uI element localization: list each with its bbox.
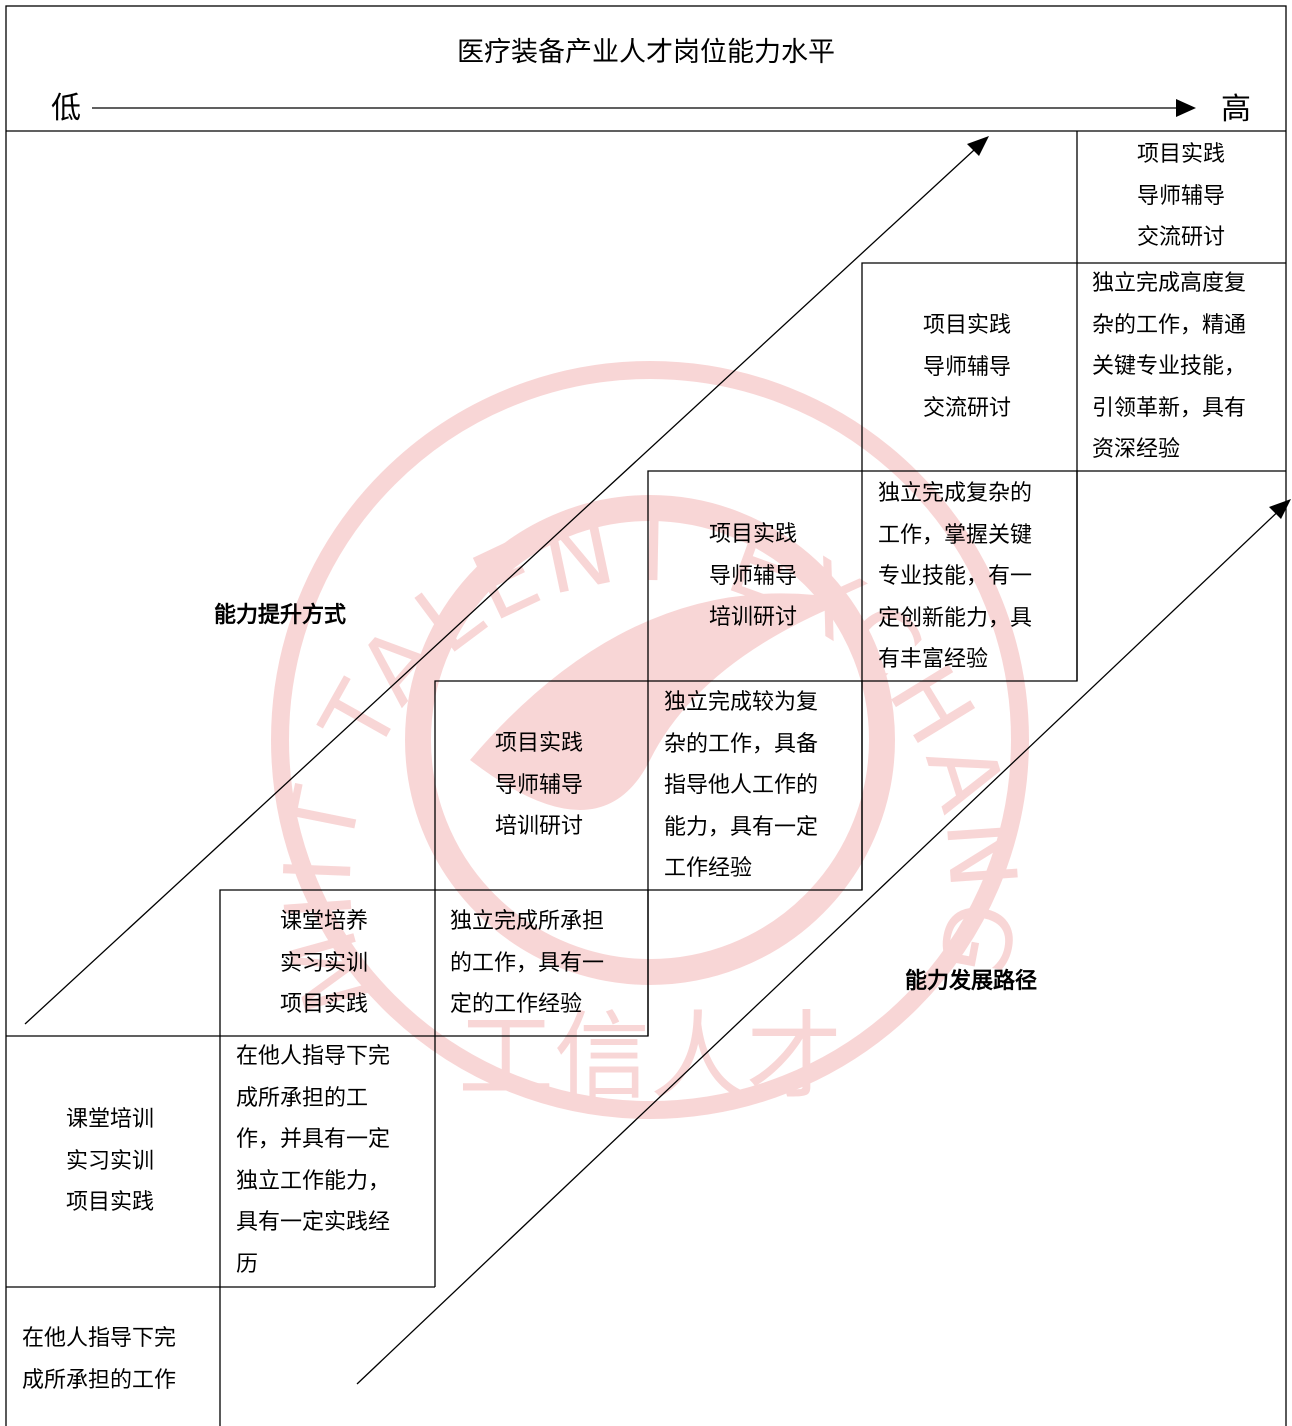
level-6-method: 项目实践 xyxy=(1137,142,1226,167)
level-3-capability-line: 定的工作经验 xyxy=(450,992,583,1017)
level-2-capability-line: 历 xyxy=(236,1251,259,1277)
level-2-methods: 课堂培养 实习实训 项目实践 xyxy=(280,901,368,1026)
level-5-capability-line: 定创新能力，具 xyxy=(878,605,1033,631)
axis-low-label: 低 xyxy=(51,91,81,126)
level-1-capability: 在他人指导下完 成所承担的工作 xyxy=(22,1318,176,1401)
level-2-capability-line: 具有一定实践经 xyxy=(236,1210,391,1235)
level-5-method: 交流研讨 xyxy=(923,396,1012,421)
axis-arrow-head xyxy=(1176,99,1196,117)
level-1-capability-line: 成所承担的工作 xyxy=(22,1367,177,1393)
watermark-outer-ring xyxy=(271,361,1029,1119)
level-2-method: 项目实践 xyxy=(280,992,369,1017)
level-5-capability-line: 有丰富经验 xyxy=(878,647,989,672)
path-arrow xyxy=(356,502,1288,1385)
level-4-capability-line: 能力，具有一定 xyxy=(664,814,819,840)
level-6-capability-line: 资深经验 xyxy=(1092,437,1181,462)
level-3-capability: 独立完成所承担 的工作，具有一 定的工作经验 xyxy=(450,901,604,1026)
level-2-method: 课堂培养 xyxy=(280,909,369,934)
level-1-method: 项目实践 xyxy=(66,1190,155,1215)
watermark-inner-ring xyxy=(405,495,895,985)
level-6-capability: 独立完成高度复 杂的工作，精通 关键专业技能， 引领革新，具有 资深经验 xyxy=(1092,263,1246,471)
level-4-capability-line: 指导他人工作的 xyxy=(664,773,819,798)
level-2-capability: 在他人指导下完 成所承担的工 作，并具有一定 独立工作能力， 具有一定实践经 历 xyxy=(236,1036,390,1285)
level-6-capability-line: 杂的工作，精通 xyxy=(1092,312,1247,338)
watermark-emblem xyxy=(470,593,850,810)
methods-arrow xyxy=(24,138,987,1025)
level-3-capability-line: 独立完成所承担 xyxy=(450,909,605,934)
level-5-methods-box xyxy=(861,262,1286,471)
diagram-title: 医疗装备产业人才岗位能力水平 xyxy=(457,37,835,68)
level-3-capability-line: 的工作，具有一 xyxy=(450,950,605,976)
watermark-bottom-text: 工信人才 xyxy=(458,1001,842,1113)
level-4-capability: 独立完成较为复 杂的工作，具备 指导他人工作的 能力，具有一定 工作经验 xyxy=(664,682,818,890)
level-2-capability-line: 作，并具有一定 xyxy=(236,1127,391,1152)
level-4-capability-line: 工作经验 xyxy=(664,856,753,881)
level-5-capability-line: 工作，掌握关键 xyxy=(878,522,1033,548)
level-6-method: 交流研讨 xyxy=(1137,225,1226,250)
level-2-method: 实习实训 xyxy=(280,950,369,976)
methods-arrow-head xyxy=(967,136,989,156)
level-3-method: 项目实践 xyxy=(495,731,584,756)
level-2-capability-line: 成所承担的工 xyxy=(236,1085,369,1111)
level-6-capability-line: 引领革新，具有 xyxy=(1092,395,1247,421)
axis-high-label: 高 xyxy=(1221,92,1251,127)
outer-frame xyxy=(5,5,1287,1426)
level-3-methods: 项目实践 导师辅导 培训研讨 xyxy=(495,723,583,848)
level-4-capability-line: 独立完成较为复 xyxy=(664,690,819,715)
level-1-method: 实习实训 xyxy=(66,1148,155,1174)
level-5-method: 导师辅导 xyxy=(923,354,1012,380)
level-5-capability: 独立完成复杂的 工作，掌握关键 专业技能，有一 定创新能力，具 有丰富经验 xyxy=(878,473,1032,681)
level-5-capability-line: 独立完成复杂的 xyxy=(878,481,1033,506)
level-3-method: 导师辅导 xyxy=(495,772,584,798)
level-5-method: 项目实践 xyxy=(923,313,1012,338)
level-5-methods: 项目实践 导师辅导 交流研讨 xyxy=(923,305,1011,430)
level-1-method: 课堂培训 xyxy=(66,1107,155,1132)
level-6-method: 导师辅导 xyxy=(1137,183,1226,209)
level-1-capability-line: 在他人指导下完 xyxy=(22,1326,177,1351)
level-5-capability-line: 专业技能，有一 xyxy=(878,564,1033,589)
level-2-capability-line: 在他人指导下完 xyxy=(236,1044,391,1069)
path-arrow-head xyxy=(1269,499,1291,519)
level-2-capability-line: 独立工作能力， xyxy=(236,1168,391,1194)
level-6-methods: 项目实践 导师辅导 交流研讨 xyxy=(1137,134,1225,259)
level-4-capability-line: 杂的工作，具备 xyxy=(664,731,819,757)
level-4-method: 项目实践 xyxy=(709,522,798,547)
level-4-method: 培训研讨 xyxy=(709,605,798,630)
level-4-method: 导师辅导 xyxy=(709,563,798,589)
methods-label: 能力提升方式 xyxy=(214,603,347,628)
level-1-methods: 课堂培训 实习实训 项目实践 xyxy=(66,1099,154,1224)
level-3-method: 培训研讨 xyxy=(495,814,584,839)
level-4-methods: 项目实践 导师辅导 培训研讨 xyxy=(709,514,797,639)
level-6-capability-line: 独立完成高度复 xyxy=(1092,271,1247,296)
level-6-capability-line: 关键专业技能， xyxy=(1092,354,1247,379)
path-label: 能力发展路径 xyxy=(905,969,1038,994)
